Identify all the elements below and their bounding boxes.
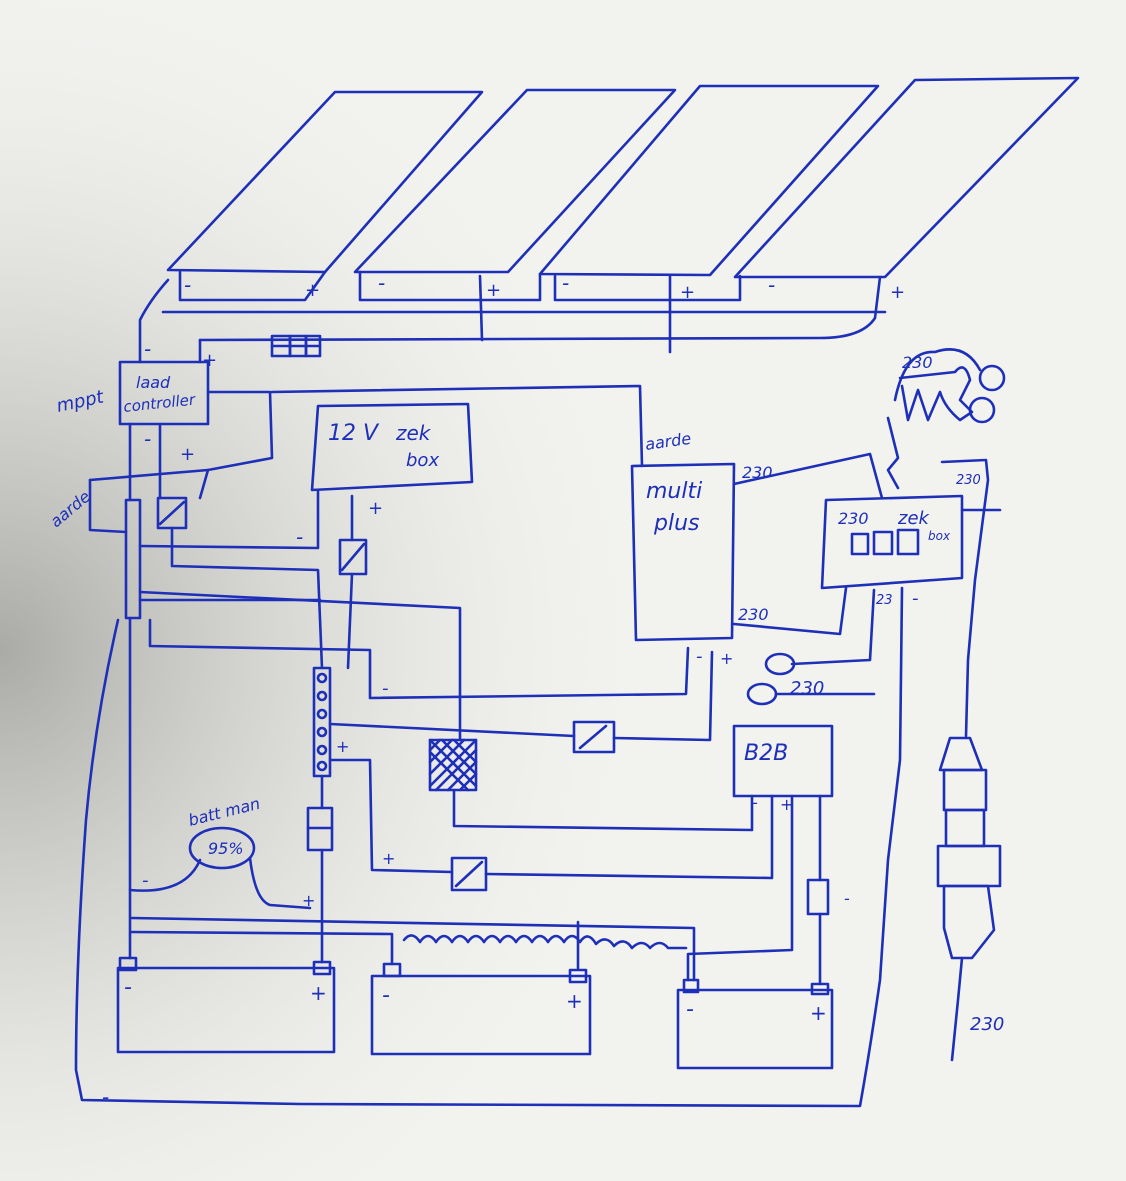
misc-plus: +: [382, 849, 395, 868]
mppt-label: mppt: [55, 386, 107, 417]
multiplus-line2: plus: [653, 511, 699, 536]
socket-outlets: 230: [746, 652, 824, 706]
busbar-ground-label: aarde: [46, 487, 94, 531]
battery-monitor: batt man 95% - +: [128, 794, 315, 910]
multiplus-ac-out-label: 230: [738, 605, 769, 624]
breaker-3: [896, 528, 920, 556]
dc-fuse-box: 12 V zek box + -: [296, 402, 474, 549]
battery-1-minus: -: [124, 975, 132, 1000]
shore-power-cable: 230: [936, 458, 1004, 1062]
dc-fusebox-minus: -: [296, 525, 303, 549]
battery-monitor-label: batt man: [186, 794, 262, 830]
busbar-plus: +: [336, 737, 349, 756]
panel-3-minus: -: [562, 271, 569, 295]
ac-fusebox-line3: box: [928, 529, 951, 543]
panel-4-minus: -: [768, 273, 775, 297]
multiplus-plus: +: [720, 649, 733, 668]
busbar-minus: -: [382, 678, 389, 699]
panel-2-minus: -: [378, 271, 385, 295]
cable-top-label: 230: [902, 353, 933, 372]
battery-switch: [428, 738, 478, 792]
ac-fusebox-minus: -: [912, 588, 919, 609]
mppt-line2: controller: [123, 390, 197, 416]
solar-panel-1: - +: [166, 90, 484, 301]
mc4-connectors: [270, 334, 322, 358]
panel-3-plus: +: [680, 282, 695, 303]
solar-panel-3: - +: [538, 84, 880, 303]
battery-2-plus: +: [566, 989, 583, 1013]
breaker-2: [872, 530, 894, 556]
mppt-out-plus: +: [180, 444, 195, 465]
ac-input-relay: 230: [886, 348, 1006, 490]
mppt-line1: laad: [136, 373, 171, 392]
b2b-plus: +: [780, 795, 793, 814]
dc-fusebox-line1: 12 V: [328, 421, 380, 446]
left-busbar: aarde: [46, 487, 142, 620]
ac-fusebox-in-label: 230: [956, 473, 981, 488]
battery-3-minus: -: [686, 997, 694, 1022]
socket-1: [764, 652, 796, 676]
dc-fusebox-line2: zek: [395, 421, 432, 445]
breaker-1: [850, 532, 870, 556]
dc-fusebox-plus: +: [368, 498, 383, 519]
battery-3: - +: [676, 978, 834, 1070]
ac-fusebox-out-label: 23: [876, 593, 893, 608]
battery-monitor-minus: -: [142, 870, 149, 891]
dc-fusebox-line3: box: [406, 450, 439, 471]
wiring: -: [74, 384, 1002, 1109]
battery-monitor-plus: +: [302, 891, 315, 910]
battery-1: - +: [116, 956, 336, 1054]
panel-wiring: [138, 270, 887, 364]
mppt-charge-controller: mppt laad controller - + - +: [55, 337, 217, 465]
mppt-out-minus: -: [144, 427, 151, 451]
multiplus-inverter: multi plus aarde 230 230 - +: [630, 429, 773, 668]
multiplus-ground-label: aarde: [644, 429, 693, 454]
battery-2: - +: [370, 962, 592, 1056]
multiplus-minus: -: [696, 646, 703, 667]
multiplus-line1: multi: [646, 479, 702, 504]
panel-4-plus: +: [890, 282, 905, 303]
b2b-label: B2B: [744, 741, 788, 766]
battery-monitor-value: 95%: [208, 839, 244, 858]
solar-panel-4: - +: [733, 76, 1080, 303]
solar-panel-2: - +: [353, 88, 677, 301]
mppt-pv-plus: +: [202, 350, 217, 371]
b2b-fuse-minus: -: [844, 889, 850, 908]
panel-2-plus: +: [486, 280, 501, 301]
socket-2: [746, 682, 778, 706]
b2b-fuse: [806, 878, 830, 916]
loop-minus: -: [102, 1085, 109, 1109]
battery-1-plus: +: [310, 981, 327, 1005]
b2b-charger: B2B - + -: [732, 724, 850, 916]
panel-1-minus: -: [184, 273, 191, 297]
cable-bottom-label: 230: [970, 1014, 1004, 1035]
ac-fusebox-line2: zek: [897, 508, 931, 529]
fuses: +: [156, 496, 616, 892]
battery-2-minus: -: [382, 983, 390, 1008]
sockets-label: 230: [790, 678, 824, 699]
battery-3-plus: +: [810, 1001, 827, 1025]
ac-fuse-box: 230 zek box 230 23 -: [820, 473, 981, 609]
b2b-minus: -: [752, 793, 758, 812]
mppt-pv-minus: -: [144, 337, 151, 361]
ac-fusebox-line1: 230: [838, 509, 869, 528]
